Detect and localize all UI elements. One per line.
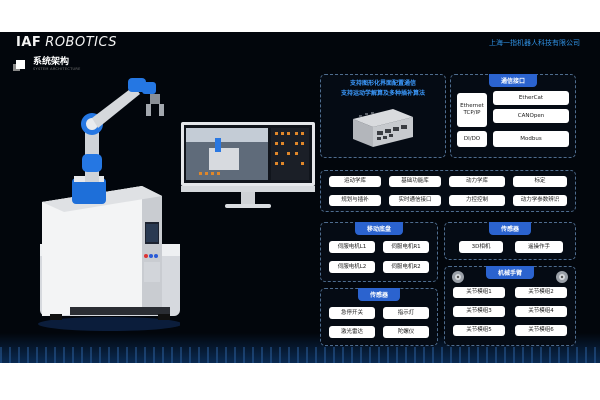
arm-item: 关节模组4: [515, 306, 567, 317]
floor-lines: [0, 347, 600, 363]
sensor-left-panel: 传感器 急停开关 指示灯 激光雷达 陀螺仪: [320, 288, 438, 346]
comm-item: Modbus: [493, 131, 569, 147]
mobile-item: 伺服电机R1: [383, 241, 429, 253]
sensor-left-title: 传感器: [357, 288, 401, 301]
algo-item: 基础功能库: [389, 176, 441, 187]
sensor-right-item: 3D相机: [459, 241, 503, 253]
graphics-line-1: 支持图形化界面配置通信: [349, 80, 416, 87]
page-subtitle: SYSTEM ARCHITECTURE: [33, 67, 81, 71]
dio-chip: DI/DO: [457, 131, 487, 147]
algorithms-panel: 运动学库 基础功能库 动力学库 标定 规划与插补 实时通信接口 力控控制 动力学…: [320, 170, 576, 212]
sensor-left-item: 陀螺仪: [383, 326, 429, 338]
comm-panel: 通信接口 Ethernet TCP/IP EtherCat CANOpen DI…: [450, 74, 576, 158]
controller-box-icon: [353, 109, 413, 147]
arm-item: 关节模组3: [453, 306, 505, 317]
brand-word: ROBOTICS: [45, 35, 118, 50]
algo-item: 力控控制: [449, 195, 505, 206]
page-title: 系统架构: [33, 57, 70, 67]
graphics-line-2: 支持运动学解算及多种插补算法: [340, 90, 425, 97]
sensor-right-title: 传感器: [488, 222, 532, 235]
monitor-illustration: [181, 122, 315, 208]
comm-item: CANOpen: [493, 109, 569, 123]
graphics-panel: 支持图形化界面配置通信 支持运动学解算及多种插补算法: [320, 74, 446, 158]
algo-item: 动力学库: [449, 176, 505, 187]
algo-item: 标定: [513, 176, 567, 187]
sensor-left-item: 急停开关: [329, 307, 375, 319]
comm-title: 通信接口: [488, 74, 538, 87]
arm-title: 机械手臂: [485, 266, 535, 279]
algo-item: 动力学参数辨识: [513, 195, 567, 206]
arm-item: 关节模组5: [453, 325, 505, 336]
arm-panel: 机械手臂 关节模组1 关节模组2 关节模组3 关节模组4 关节模组5 关节模组6: [444, 266, 576, 346]
joint-module-icon: [452, 271, 464, 283]
mobile-item: 伺服电机R2: [383, 261, 429, 273]
sensor-left-item: 指示灯: [383, 307, 429, 319]
brand-mark: IAF: [16, 35, 42, 50]
algo-item: 运动学库: [329, 176, 381, 187]
comm-item: EtherCat: [493, 91, 569, 105]
algo-item: 实时通信接口: [389, 195, 441, 206]
ethernet-chip: Ethernet TCP/IP: [457, 93, 487, 127]
robot-illustration: [38, 78, 180, 331]
arm-item: 关节模组6: [515, 325, 567, 336]
mobile-chassis-panel: 移动底盘 伺服电机L1 伺服电机R1 伺服电机L2 伺服电机R2: [320, 222, 438, 282]
mobile-title: 移动底盘: [354, 222, 404, 235]
sensor-right-panel: 传感器 3D相机 遥操作手: [444, 222, 576, 260]
title-square-icon: [16, 60, 25, 69]
company-name: 上海一指机器人科技有限公司: [489, 39, 580, 47]
arm-item: 关节模组2: [515, 287, 567, 298]
section-title: 系统架构 SYSTEM ARCHITECTURE: [16, 58, 81, 71]
arm-item: 关节模组1: [453, 287, 505, 298]
mobile-item: 伺服电机L1: [329, 241, 375, 253]
algo-item: 规划与插补: [329, 195, 381, 206]
sensor-right-item: 遥操作手: [515, 241, 563, 253]
joint-module-icon: [556, 271, 568, 283]
sensor-left-item: 激光雷达: [329, 326, 375, 338]
mobile-item: 伺服电机L2: [329, 261, 375, 273]
